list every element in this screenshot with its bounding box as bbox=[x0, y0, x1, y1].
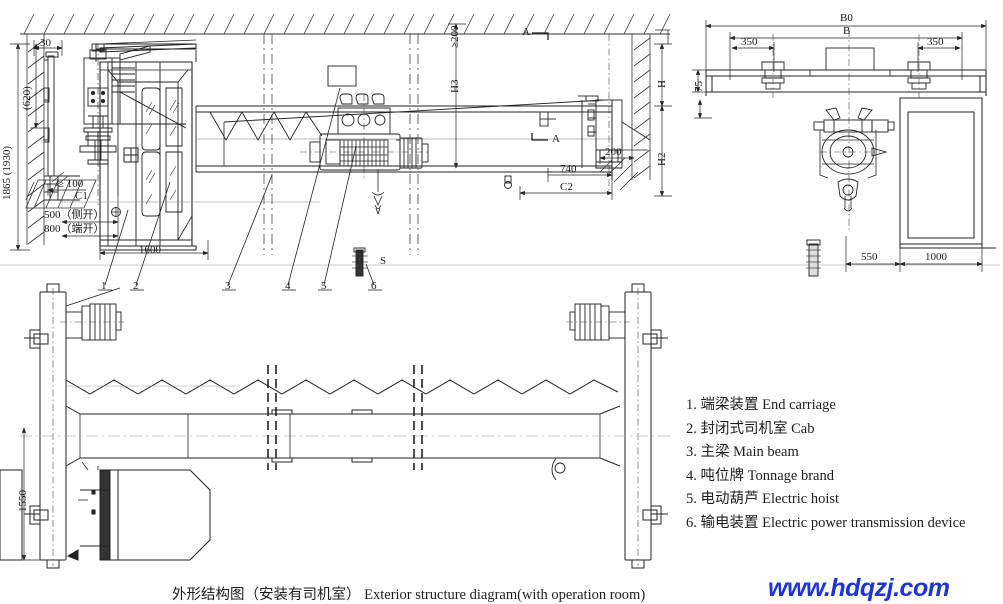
dim-1865: 1865 (1930) bbox=[1, 145, 13, 200]
side-cab bbox=[899, 97, 996, 249]
dim-75: 75 bbox=[693, 81, 705, 92]
watermark-url[interactable]: www.hdqzj.com bbox=[768, 574, 950, 602]
dim-1550: 1550 bbox=[17, 490, 29, 512]
dim-span-s: S bbox=[380, 255, 387, 267]
dim-c1: C1 bbox=[75, 190, 88, 202]
section-markers bbox=[263, 34, 419, 255]
dim-b: B bbox=[843, 25, 851, 37]
plan-festoon bbox=[65, 379, 619, 395]
platform-detail bbox=[51, 171, 69, 187]
left-wall-hatching bbox=[26, 34, 45, 245]
leader-number-4: 4 bbox=[285, 280, 291, 292]
plan-view bbox=[0, 283, 670, 569]
dim-ge200: ≥200 bbox=[449, 25, 461, 48]
dim-b0: B0 bbox=[840, 12, 853, 24]
plan-main-beam bbox=[20, 405, 670, 467]
leader-lines-front bbox=[98, 87, 382, 291]
leader-number-1: 1 bbox=[101, 280, 107, 292]
dim-200: 200 bbox=[605, 146, 622, 158]
dim-550: 550 bbox=[861, 251, 878, 263]
dim-800: 800（端开） bbox=[44, 223, 105, 235]
leader-number-5: 5 bbox=[321, 280, 327, 292]
dim-c2: C2 bbox=[560, 181, 573, 193]
leader-number-3: 3 bbox=[225, 280, 231, 292]
side-power-bar bbox=[806, 239, 821, 277]
plan-cab bbox=[0, 461, 211, 561]
dim-h: H bbox=[656, 80, 668, 88]
leader-number-6: 6 bbox=[371, 280, 377, 292]
dim-1600: 1600 bbox=[139, 244, 161, 256]
dim-1000: 1000 bbox=[925, 251, 947, 263]
dim-h3: H3 bbox=[449, 79, 461, 93]
section-mark-a-right: A bbox=[552, 133, 560, 145]
dim-620: (620) bbox=[21, 86, 33, 110]
legend-item-3: 3. 主梁 Main beam bbox=[686, 444, 799, 460]
dim-350-left: 350 bbox=[741, 36, 758, 48]
side-elevation-view bbox=[692, 20, 996, 277]
cab-windows bbox=[141, 87, 183, 217]
section-mark-a-left: A bbox=[522, 26, 530, 38]
ceiling-hatching bbox=[20, 13, 671, 44]
legend-item-4: 4. 吨位牌 Tonnage brand bbox=[686, 467, 834, 484]
legend-item-5: 5. 电动葫芦 Electric hoist bbox=[686, 491, 840, 507]
legend-item-2: 2. 封闭式司机室 Cab bbox=[686, 420, 815, 437]
lower-platform-hatching bbox=[25, 179, 97, 209]
plan-hoist bbox=[551, 457, 566, 481]
end-carriage-right bbox=[578, 34, 651, 195]
legend-list: 1. 端梁装置 End carriage 2. 封闭式司机室 Cab 3. 主梁… bbox=[686, 394, 1001, 535]
legend-item-6: 6. 输电装置 Electric power transmission devi… bbox=[686, 514, 966, 531]
plan-travel-motor-left bbox=[60, 303, 124, 341]
beam-detail-bracket bbox=[327, 65, 556, 189]
dim-h2: H2 bbox=[656, 152, 668, 166]
leader-number-2: 2 bbox=[133, 280, 139, 292]
electric-hoist bbox=[300, 93, 430, 215]
dim-ge100: ≥ 100 bbox=[58, 178, 84, 190]
right-wall-hatching bbox=[631, 34, 651, 180]
power-transmission-device bbox=[352, 247, 368, 277]
front-elevation-view bbox=[0, 13, 1000, 291]
drawing-caption: 外形结构图（安装有司机室） Exterior structure diagram… bbox=[172, 587, 646, 603]
festoon-cable bbox=[209, 111, 323, 141]
dim-740: 740 bbox=[560, 163, 577, 175]
cab-hanger bbox=[85, 132, 111, 165]
dim-350-right: 350 bbox=[927, 36, 944, 48]
side-hoist-assembly bbox=[813, 107, 895, 212]
front-dimension-lines bbox=[0, 23, 1000, 266]
legend-item-1: 1. 端梁装置 End carriage bbox=[686, 397, 836, 413]
cab-structure bbox=[95, 39, 197, 251]
dim-30: 30 bbox=[40, 37, 51, 49]
main-beam bbox=[195, 99, 613, 180]
dim-500: 500（侧开） bbox=[44, 209, 105, 221]
plan-travel-motor-right bbox=[566, 303, 630, 341]
